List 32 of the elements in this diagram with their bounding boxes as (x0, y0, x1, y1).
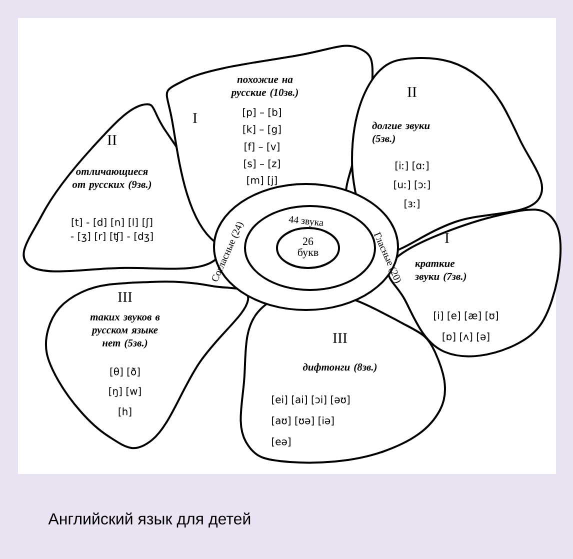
petal-heading: долгие звуки (5зв.) (372, 122, 430, 144)
roman-numeral: II (408, 87, 416, 97)
petal-heading: похожие на русские (10зв.) (230, 78, 298, 98)
phoneme-list: [ɜː] (404, 200, 420, 208)
phoneme-list: [s] – [z] (244, 160, 280, 168)
phoneme-list: [m] [j] (247, 176, 277, 186)
caption: Английский язык для детей (48, 512, 250, 528)
phoneme-list: [h] (118, 408, 132, 416)
phoneme-list: [p] – [b] (243, 108, 281, 118)
phoneme-list: [uː] [ɔː] (394, 180, 430, 190)
ring-label: 44 звука (288, 216, 324, 227)
ring-label: 26 букв (298, 238, 318, 258)
phoneme-list: [ɒ] [ʌ] [ə] (442, 332, 490, 342)
phoneme-list: [t] - [d] [n] [l] [ʃ] - [ʒ] [r] [ʧ] - [dʒ] (70, 218, 153, 242)
phoneme-list: [aʊ] [ʊə] [iə] (272, 416, 334, 426)
petal-heading: краткие звуки (7зв.) (414, 262, 466, 282)
phoneme-list: [f] – [v] (244, 142, 280, 152)
roman-numeral: I (193, 113, 197, 123)
petal-heading: дифтонги (8зв.) (302, 363, 377, 373)
roman-numeral: I (445, 233, 449, 243)
phoneme-list: [i] [e] [æ] [ʊ] (434, 312, 498, 320)
roman-numeral: III (333, 333, 347, 343)
petal-heading: отличающиеся от русских (9зв.) (72, 170, 152, 190)
phoneme-list: [ei] [ai] [ɔi] [əʊ] (272, 396, 350, 404)
petal-heading: таких звуков в русском языке нет (5зв.) (90, 315, 160, 349)
phoneme-list: [ŋ] [w] (109, 387, 141, 397)
roman-numeral: II (108, 135, 116, 145)
roman-numeral: III (118, 292, 132, 302)
phoneme-list: [eə] (272, 438, 290, 446)
phoneme-list: [k] – [g] (243, 125, 281, 135)
phoneme-list: [iː] [ɑː] (396, 162, 428, 170)
phoneme-list: [θ] [ð] (110, 367, 140, 376)
